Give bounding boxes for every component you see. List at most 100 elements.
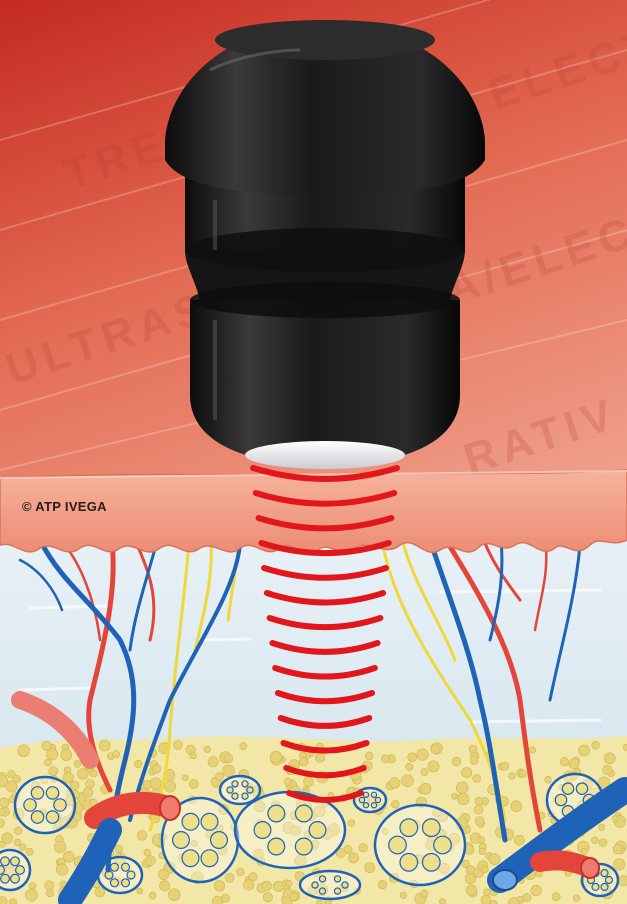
- fat-cell: [211, 832, 228, 849]
- fat-cell: [225, 873, 234, 882]
- fat-cell: [160, 881, 170, 891]
- fat-cell: [90, 770, 97, 777]
- fat-cell: [501, 762, 509, 770]
- fat-cell: [268, 838, 285, 855]
- fat-cell: [2, 833, 13, 844]
- fat-cell: [174, 741, 183, 750]
- fat-cell: [555, 794, 566, 805]
- fat-cell: [400, 892, 407, 899]
- fat-cell: [11, 857, 20, 866]
- fat-cell: [254, 822, 271, 839]
- fat-cell: [122, 863, 130, 871]
- fat-cell: [47, 749, 58, 760]
- fat-cell: [400, 854, 418, 872]
- fat-cell: [592, 883, 599, 890]
- fat-cell: [406, 763, 413, 770]
- probe-lens: [245, 441, 405, 469]
- fat-cell: [45, 881, 55, 891]
- fat-cell: [224, 754, 233, 763]
- fat-cell: [44, 759, 51, 766]
- fat-cell: [481, 895, 491, 904]
- fat-cell: [312, 882, 318, 888]
- fat-cell: [54, 799, 66, 811]
- fat-cell: [201, 850, 218, 867]
- fat-cell: [309, 822, 326, 839]
- fat-cell: [158, 869, 168, 879]
- fat-cell: [11, 874, 20, 883]
- fat-cell: [14, 827, 22, 835]
- fat-cell: [26, 848, 33, 855]
- fat-cell: [601, 883, 608, 890]
- fat-cell: [562, 783, 573, 794]
- fat-cell: [475, 797, 483, 805]
- fat-cell: [623, 744, 627, 750]
- fat-cell: [599, 839, 607, 847]
- fat-cell: [290, 893, 298, 901]
- fat-cell: [83, 788, 93, 798]
- fat-cell: [61, 750, 72, 761]
- fat-cell: [152, 764, 161, 773]
- fat-cell: [573, 895, 580, 902]
- fat-cell: [74, 760, 81, 767]
- fat-cell: [63, 851, 74, 862]
- fat-cell: [451, 793, 457, 799]
- fat-cell: [14, 839, 21, 846]
- fat-cell: [389, 836, 407, 854]
- fat-cell: [77, 769, 88, 780]
- fat-lobule: [300, 871, 360, 899]
- fat-cell: [473, 774, 481, 782]
- fat-cell: [371, 792, 376, 797]
- fat-cell: [111, 863, 119, 871]
- fat-cell: [204, 746, 210, 752]
- fat-cell: [606, 877, 613, 884]
- fat-cell: [164, 781, 175, 792]
- fat-cell: [592, 741, 600, 749]
- fat-cell: [402, 775, 414, 787]
- fat-cell: [417, 749, 428, 760]
- fat-cell: [509, 773, 515, 779]
- fat-cell: [484, 889, 491, 896]
- fat-cell: [249, 873, 258, 882]
- fat-cell: [382, 755, 390, 763]
- fat-cell: [146, 856, 156, 866]
- fat-cell: [137, 888, 143, 894]
- fat-lobule: [235, 792, 345, 868]
- fat-cell: [420, 783, 431, 794]
- fat-cell: [470, 756, 478, 764]
- fat-cell: [247, 787, 253, 793]
- fat-cell: [182, 775, 188, 781]
- fat-cell: [127, 871, 135, 879]
- fat-cell: [342, 882, 348, 888]
- fat-cell: [452, 757, 461, 766]
- fat-cell: [458, 793, 470, 805]
- fat-cell: [482, 866, 489, 873]
- fat-cell: [63, 773, 74, 784]
- fat-cell: [182, 813, 199, 830]
- fat-cell: [514, 835, 524, 845]
- fat-cell: [365, 863, 375, 873]
- fat-cell: [232, 781, 238, 787]
- fat-cell: [511, 801, 522, 812]
- fat-cell: [221, 894, 229, 902]
- fat-cell: [214, 881, 224, 891]
- fat-cell: [359, 843, 368, 852]
- fat-cell: [299, 757, 308, 766]
- fat-cell: [137, 831, 147, 841]
- fat-cell: [440, 899, 446, 904]
- fat-cell: [0, 808, 5, 816]
- fat-cell: [237, 868, 245, 876]
- fat-cell: [0, 798, 9, 808]
- fat-cell: [31, 787, 43, 799]
- fat-cell: [348, 820, 355, 827]
- fat-cell: [223, 765, 235, 777]
- fat-cell: [469, 745, 477, 753]
- fat-cell: [359, 797, 364, 802]
- fat-cell: [54, 841, 66, 853]
- fat-cell: [190, 752, 196, 758]
- fat-cell: [168, 889, 180, 901]
- fat-cell: [400, 819, 418, 837]
- fat-cell: [375, 797, 380, 802]
- fat-cell: [201, 813, 218, 830]
- fat-cell: [216, 772, 224, 780]
